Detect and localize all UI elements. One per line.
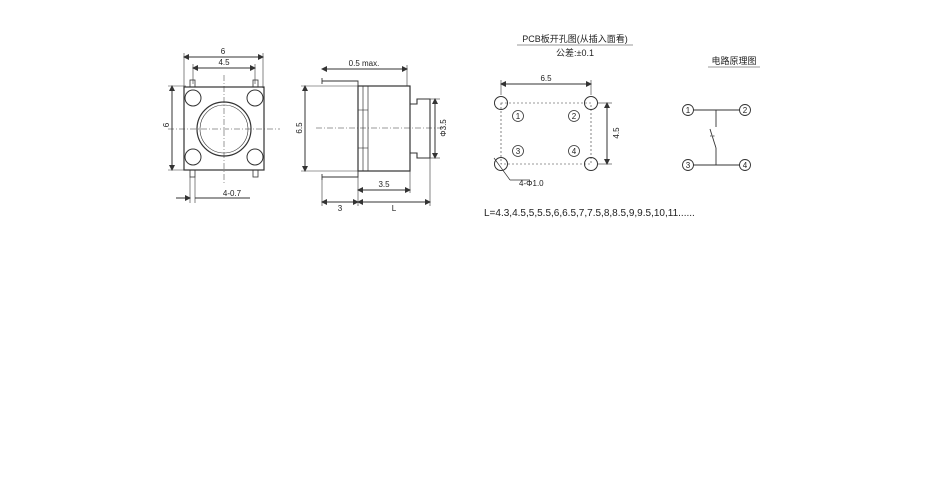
side-diameter-label: Φ3.5 xyxy=(439,119,448,137)
top-view xyxy=(168,53,280,203)
top-pin-spacing-label: 4.5 xyxy=(218,58,230,67)
schematic-title: 电路原理图 xyxy=(711,55,756,66)
pcb-pin-4: 4 xyxy=(572,147,577,156)
side-max-label: 0.5 max. xyxy=(349,59,380,68)
pcb-pin-2: 2 xyxy=(572,112,577,121)
pcb-tolerance: 公差:±0.1 xyxy=(556,47,594,58)
pcb-title: PCB板开孔图(从插入面看) xyxy=(522,33,628,44)
pcb-pin-3: 3 xyxy=(516,147,521,156)
side-base-label: 3 xyxy=(338,204,343,213)
schematic xyxy=(682,104,751,171)
pcb-height-label: 4.5 xyxy=(612,127,621,139)
side-height-label: 6.5 xyxy=(295,122,304,134)
schematic-pin-1: 1 xyxy=(686,106,691,115)
top-height-label: 6 xyxy=(162,122,171,127)
side-view xyxy=(301,65,442,206)
side-length-label: L xyxy=(392,204,397,213)
top-pin-width-label: 4-0.7 xyxy=(223,189,242,198)
schematic-pin-2: 2 xyxy=(743,106,748,115)
schematic-pin-3: 3 xyxy=(686,161,691,170)
schematic-pin-4: 4 xyxy=(743,161,748,170)
pcb-width-label: 6.5 xyxy=(540,74,552,83)
pcb-layout xyxy=(493,80,612,181)
pcb-hole-label: 4-Φ1.0 xyxy=(519,179,544,188)
length-options: L=4.3,4.5,5,5.5,6,6.5,7,7.5,8,8.5,9,9.5,… xyxy=(484,208,695,219)
top-width-label: 6 xyxy=(221,47,226,56)
side-stem-label: 3.5 xyxy=(378,180,390,189)
pcb-pin-1: 1 xyxy=(516,112,521,121)
